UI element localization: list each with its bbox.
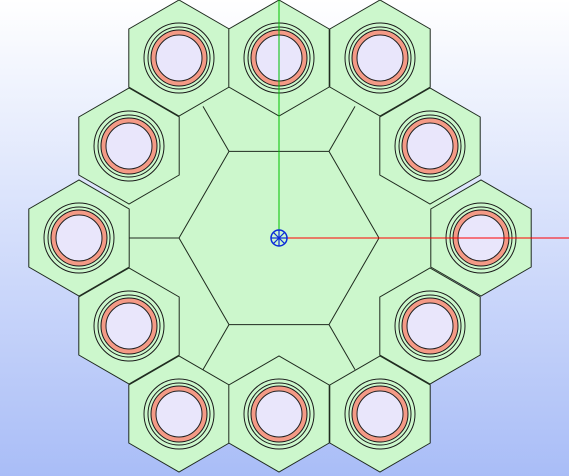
origin-marker bbox=[270, 229, 288, 247]
pin-fuel bbox=[406, 302, 454, 350]
pin-lower-left[interactable] bbox=[93, 290, 165, 362]
pin-fuel bbox=[356, 34, 404, 82]
pin-outer-boundary bbox=[243, 378, 315, 450]
pin-gap bbox=[348, 382, 412, 446]
pin-fuel bbox=[105, 122, 153, 170]
pin-gap bbox=[247, 382, 311, 446]
pin-fuel bbox=[406, 122, 454, 170]
pin-fuel bbox=[356, 390, 404, 438]
pin-gap bbox=[147, 382, 211, 446]
pin-upper-right[interactable] bbox=[394, 110, 466, 182]
origin-tick bbox=[278, 237, 286, 245]
pin-fuel bbox=[155, 390, 203, 438]
pin-gap bbox=[47, 206, 111, 270]
pin-top-left[interactable] bbox=[143, 22, 215, 94]
axis-triad bbox=[270, 0, 569, 247]
pin-gap bbox=[398, 294, 462, 358]
pin-top-right[interactable] bbox=[344, 22, 416, 94]
pin-bottom-left[interactable] bbox=[143, 378, 215, 450]
pin-upper-left[interactable] bbox=[93, 110, 165, 182]
pin-outer-boundary bbox=[143, 378, 215, 450]
pin-bottom-center[interactable] bbox=[243, 378, 315, 450]
pin-outer-boundary bbox=[93, 110, 165, 182]
pin-gap bbox=[398, 114, 462, 178]
pin-gap bbox=[97, 114, 161, 178]
pin-fuel bbox=[55, 214, 103, 262]
cell-boundary bbox=[202, 324, 230, 370]
pin-outer-boundary bbox=[344, 378, 416, 450]
origin-tick bbox=[272, 237, 280, 245]
pin-outer-boundary bbox=[394, 290, 466, 362]
pin-bottom-right[interactable] bbox=[344, 378, 416, 450]
pin-outer-boundary bbox=[143, 22, 215, 94]
pin-fuel bbox=[255, 390, 303, 438]
pin-outer-boundary bbox=[93, 290, 165, 362]
pin-gap bbox=[147, 26, 211, 90]
pin-outer-boundary bbox=[394, 110, 466, 182]
pin-fuel bbox=[155, 34, 203, 82]
pin-gap bbox=[348, 26, 412, 90]
pin-fuel bbox=[105, 302, 153, 350]
pin-left[interactable] bbox=[43, 202, 115, 274]
pin-gap bbox=[97, 294, 161, 358]
origin-tick bbox=[278, 231, 286, 239]
pin-outer-boundary bbox=[43, 202, 115, 274]
pin-lower-right[interactable] bbox=[394, 290, 466, 362]
cell-boundary bbox=[202, 106, 230, 152]
cell-boundary bbox=[328, 324, 356, 370]
pin-outer-boundary bbox=[344, 22, 416, 94]
origin-tick bbox=[272, 231, 280, 239]
cell-boundary bbox=[328, 106, 356, 152]
